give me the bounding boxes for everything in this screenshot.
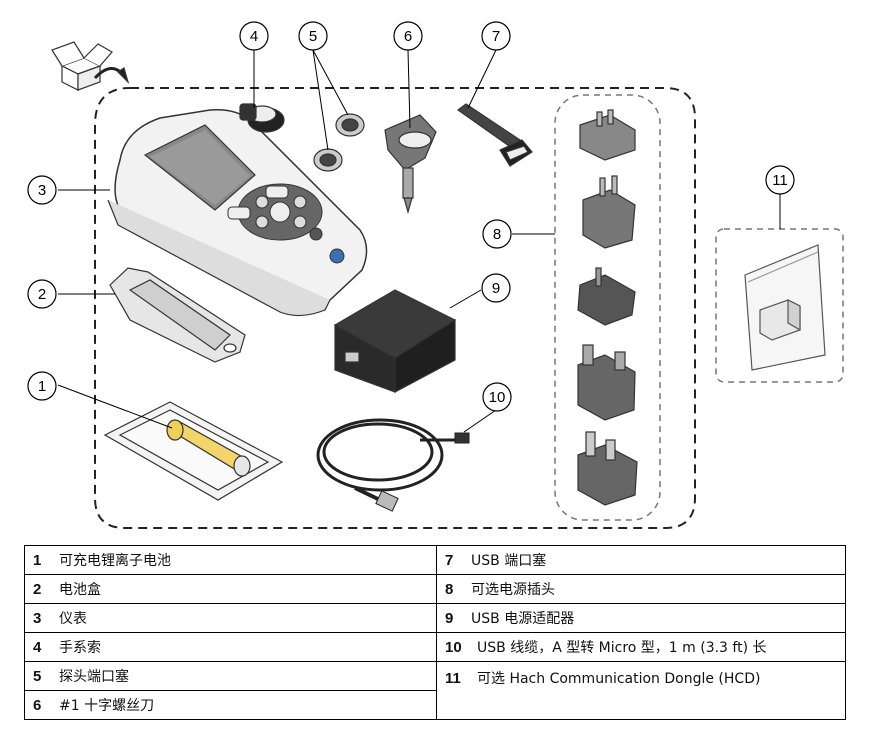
svg-text:2: 2 xyxy=(38,286,46,303)
usb-port-plug-illustration xyxy=(456,103,533,167)
callout-9: 9 xyxy=(481,273,511,303)
package-contents-figure: 1 2 3 4 5 6 7 8 9 10 11 xyxy=(27,21,844,529)
item-number: 7 xyxy=(445,552,454,569)
svg-text:7: 7 xyxy=(492,28,500,45)
power-plugs-illustration xyxy=(577,109,638,506)
item-number: 8 xyxy=(445,581,454,598)
callout-1: 1 xyxy=(27,371,57,401)
legend-cell: 1 可充电锂离子电池 xyxy=(24,545,437,575)
svg-text:10: 10 xyxy=(489,389,506,406)
item-label: USB 电源适配器 xyxy=(471,611,575,627)
item-label: #1 十字螺丝刀 xyxy=(59,698,155,714)
leader-lines xyxy=(57,49,781,433)
callout-4: 4 xyxy=(239,21,269,51)
item-number: 9 xyxy=(445,610,454,627)
battery-illustration xyxy=(103,401,284,501)
legend-cell: 4 手系索 xyxy=(24,632,437,662)
callout-3: 3 xyxy=(27,175,57,205)
svg-text:11: 11 xyxy=(772,172,788,189)
probe-port-plugs-illustration xyxy=(313,113,365,172)
svg-text:5: 5 xyxy=(309,28,317,45)
item-number: 3 xyxy=(33,610,42,627)
svg-text:6: 6 xyxy=(404,28,412,45)
legend-cell: 11 可选 Hach Communication Dongle (HCD) xyxy=(436,661,846,720)
item-number: 5 xyxy=(33,668,42,685)
legend-cell: 5 探头端口塞 xyxy=(24,661,437,691)
item-label: USB 线缆，A 型转 Micro 型，1 m (3.3 ft) 长 xyxy=(477,640,767,656)
callout-5: 5 xyxy=(298,21,328,51)
legend-row: 6 #1 十字螺丝刀 xyxy=(24,690,846,720)
legend-cell: 9 USB 电源适配器 xyxy=(436,603,846,633)
item-label: 仪表 xyxy=(59,611,87,627)
item-label: 可选 Hach Communication Dongle (HCD) xyxy=(477,671,761,687)
callout-11: 11 xyxy=(765,165,795,195)
battery-cover-illustration xyxy=(109,267,246,363)
lanyard-illustration xyxy=(239,103,285,133)
item-number: 6 xyxy=(33,697,42,714)
open-box-icon xyxy=(51,41,130,91)
legend-row: 2 电池盒 8 可选电源插头 xyxy=(24,574,846,604)
item-number: 11 xyxy=(445,670,461,687)
usb-cable-illustration xyxy=(316,418,470,512)
callout-6: 6 xyxy=(393,21,423,51)
item-label: 可充电锂离子电池 xyxy=(59,553,171,569)
svg-text:8: 8 xyxy=(493,226,501,243)
legend-row: 5 探头端口塞 11 可选 Hach Communication Dongle (H… xyxy=(24,661,846,720)
callout-10: 10 xyxy=(482,382,512,412)
svg-text:9: 9 xyxy=(492,280,500,297)
item-label: USB 端口塞 xyxy=(471,553,547,569)
legend-row: 1 可充电锂离子电池 7 USB 端口塞 xyxy=(24,545,846,575)
main-dashed-border xyxy=(94,87,696,529)
item-number: 4 xyxy=(33,639,42,656)
legend-cell: 7 USB 端口塞 xyxy=(436,545,846,575)
callout-7: 7 xyxy=(481,21,511,51)
callout-2: 2 xyxy=(27,279,57,309)
legend-row: 3 仪表 9 USB 电源适配器 xyxy=(24,603,846,633)
legend-row: 4 手系索 10 USB 线缆，A 型转 Micro 型，1 m (3.3 ft) … xyxy=(24,632,846,662)
legend-cell: 6 #1 十字螺丝刀 xyxy=(24,690,437,720)
meter-illustration xyxy=(107,108,368,317)
callout-8: 8 xyxy=(482,219,512,249)
item-number: 10 xyxy=(445,639,462,656)
item-label: 电池盒 xyxy=(59,582,101,598)
plugs-dashed-border xyxy=(554,94,661,521)
item-number: 1 xyxy=(33,552,42,569)
item-label: 可选电源插头 xyxy=(471,582,555,598)
legend-cell: 3 仪表 xyxy=(24,603,437,633)
item-label: 手系索 xyxy=(59,640,101,656)
legend-cell: 2 电池盒 xyxy=(24,574,437,604)
svg-text:4: 4 xyxy=(250,28,258,45)
item-label: 探头端口塞 xyxy=(59,669,129,685)
dongle-illustration xyxy=(744,244,826,371)
svg-text:1: 1 xyxy=(38,378,46,395)
usb-power-adapter-illustration xyxy=(333,289,457,393)
screwdriver-illustration xyxy=(384,114,437,215)
legend-cell: 8 可选电源插头 xyxy=(436,574,846,604)
item-number: 2 xyxy=(33,581,42,598)
svg-text:3: 3 xyxy=(38,182,46,199)
legend-cell: 10 USB 线缆，A 型转 Micro 型，1 m (3.3 ft) 长 xyxy=(436,632,846,662)
